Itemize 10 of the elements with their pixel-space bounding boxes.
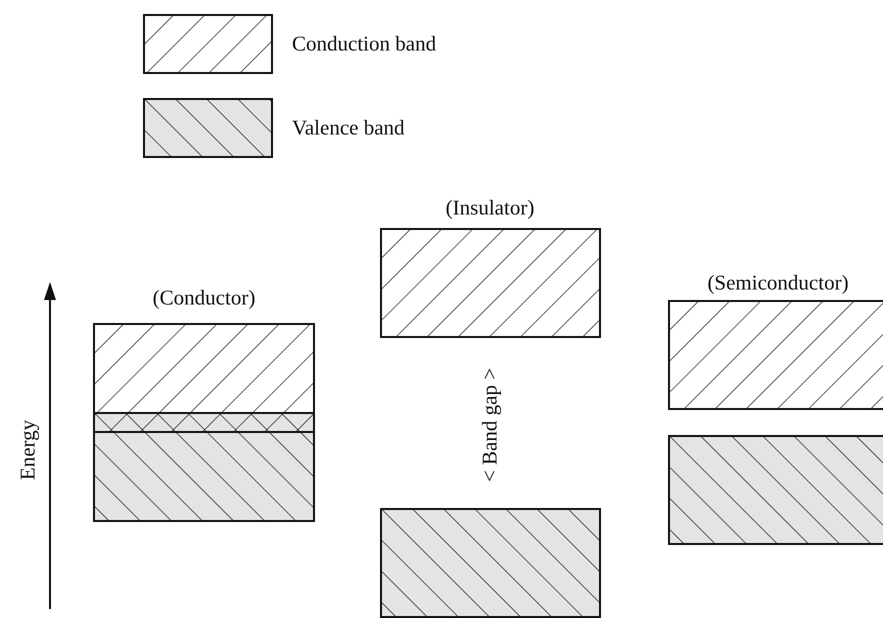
legend-label: Conduction band [292,32,436,56]
valence-band-box [668,435,883,545]
valence-band-box [380,508,601,618]
column-heading: (Conductor) [152,286,256,310]
column-heading: (Insulator) [446,196,534,220]
conduction-band-box [668,300,883,410]
conduction-band-box [380,228,601,338]
column-heading: (Semiconductor) [707,270,849,296]
conduction-band-box [93,323,315,433]
legend-label: Valence band [292,116,405,140]
